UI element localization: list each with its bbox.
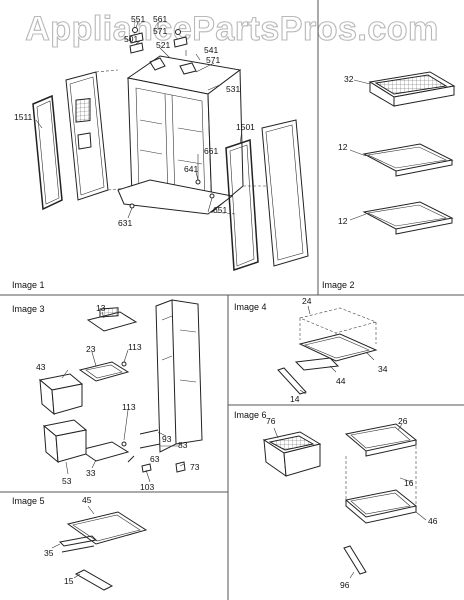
callout-46: 46 xyxy=(428,516,438,526)
callout-113a: 113 xyxy=(128,342,142,352)
panel-label-image-6: Image 6 xyxy=(234,410,267,420)
callout-531: 531 xyxy=(226,84,240,94)
callout-571b: 571 xyxy=(206,55,220,65)
callout-93: 93 xyxy=(162,434,172,444)
callout-43: 43 xyxy=(36,362,46,372)
callout-24: 24 xyxy=(302,296,312,306)
callout-661: 661 xyxy=(204,146,218,156)
shelf-frame-46 xyxy=(344,489,418,524)
deli-rail-44 xyxy=(294,357,340,371)
callout-1501: 1501 xyxy=(236,122,255,132)
crisper-drawer-43 xyxy=(38,373,84,416)
callout-15: 15 xyxy=(64,576,74,586)
shelf-guide-dashes xyxy=(345,446,417,506)
panel-image-3: 13 23 113 43 113 93 83 63 73 33 53 103 I… xyxy=(12,299,203,492)
freezer-shelf-upper xyxy=(362,143,454,177)
callout-34: 34 xyxy=(378,364,388,374)
panel-6-leaders xyxy=(273,423,427,579)
deli-shelf-34 xyxy=(298,333,378,362)
crisper-drawer-53 xyxy=(42,419,88,464)
panel-3-leaders xyxy=(61,311,185,483)
callout-541: 541 xyxy=(204,45,218,55)
callout-33: 33 xyxy=(86,468,96,478)
callout-26: 26 xyxy=(398,416,408,426)
deli-trim-14 xyxy=(277,367,307,395)
door-gasket-left xyxy=(32,94,63,211)
callout-631: 631 xyxy=(118,218,132,228)
callout-96: 96 xyxy=(340,580,350,590)
shelf-rail-35 xyxy=(58,535,98,553)
panel-label-image-5: Image 5 xyxy=(12,496,45,506)
callout-561: 561 xyxy=(153,14,167,24)
freezer-door xyxy=(65,69,129,201)
fresh-food-door xyxy=(261,119,309,267)
shelf-26 xyxy=(344,423,418,457)
callout-73: 73 xyxy=(190,462,200,472)
callout-23: 23 xyxy=(86,344,96,354)
panel-label-image-4: Image 4 xyxy=(234,302,267,312)
callout-551: 551 xyxy=(131,14,145,24)
crisper-cover-pattern xyxy=(99,307,119,318)
panel-image-6: 76 26 16 46 96 Image 6 xyxy=(234,410,438,590)
callout-12a: 12 xyxy=(338,142,348,152)
callout-63: 63 xyxy=(150,454,160,464)
callout-641: 641 xyxy=(184,164,198,174)
panel-2-leaders xyxy=(349,79,371,221)
callout-12b: 12 xyxy=(338,216,348,226)
freezer-shelf-lower xyxy=(362,201,454,235)
refrigerator-cabinet xyxy=(117,55,268,215)
shelf-trim-96 xyxy=(343,545,367,575)
callout-113b: 113 xyxy=(122,402,136,412)
pan-drawer-76 xyxy=(262,431,322,478)
callout-571a: 571 xyxy=(153,26,167,36)
panel-image-2: 32 12 12 Image 2 xyxy=(322,71,456,290)
callout-53: 53 xyxy=(62,476,72,486)
callout-651: 651 xyxy=(213,205,227,215)
callout-76: 76 xyxy=(266,416,276,426)
callout-83: 83 xyxy=(178,440,188,450)
crisper-frame-23 xyxy=(78,361,130,382)
crisper-frame-33 xyxy=(78,441,130,462)
panel-1-leaders xyxy=(35,21,243,219)
callout-32: 32 xyxy=(344,74,354,84)
panel-label-image-1: Image 1 xyxy=(12,280,45,290)
panel-label-image-2: Image 2 xyxy=(322,280,355,290)
callout-35: 35 xyxy=(44,548,54,558)
callout-44: 44 xyxy=(336,376,346,386)
panel-image-1: 551 561 501 571 521 541 571 531 1511 150… xyxy=(12,14,309,290)
callout-16: 16 xyxy=(404,478,414,488)
panel-image-5: 45 35 15 Image 5 xyxy=(12,495,148,591)
callout-13: 13 xyxy=(96,303,106,313)
panel-4-leaders xyxy=(299,305,375,395)
cabinet-outline xyxy=(155,299,203,453)
watermark-text: AppliancePartsPros.com xyxy=(25,10,438,48)
panel-image-4: 24 34 14 44 Image 4 xyxy=(234,296,388,404)
shelf-trim-15 xyxy=(74,569,114,591)
callout-501: 501 xyxy=(124,34,138,44)
shelf-45 xyxy=(66,511,148,545)
callout-103: 103 xyxy=(140,482,154,492)
callout-1511: 1511 xyxy=(14,112,33,122)
freezer-basket xyxy=(368,71,456,107)
panel-label-image-3: Image 3 xyxy=(12,304,45,314)
door-gasket-right xyxy=(225,138,259,272)
panel-5-leaders xyxy=(51,505,95,579)
callout-14: 14 xyxy=(290,394,300,404)
callout-521: 521 xyxy=(156,40,170,50)
panel-1-callouts: 551 561 501 571 521 541 571 531 1511 150… xyxy=(14,14,255,228)
callout-45: 45 xyxy=(82,495,92,505)
hinge-parts xyxy=(129,27,215,209)
